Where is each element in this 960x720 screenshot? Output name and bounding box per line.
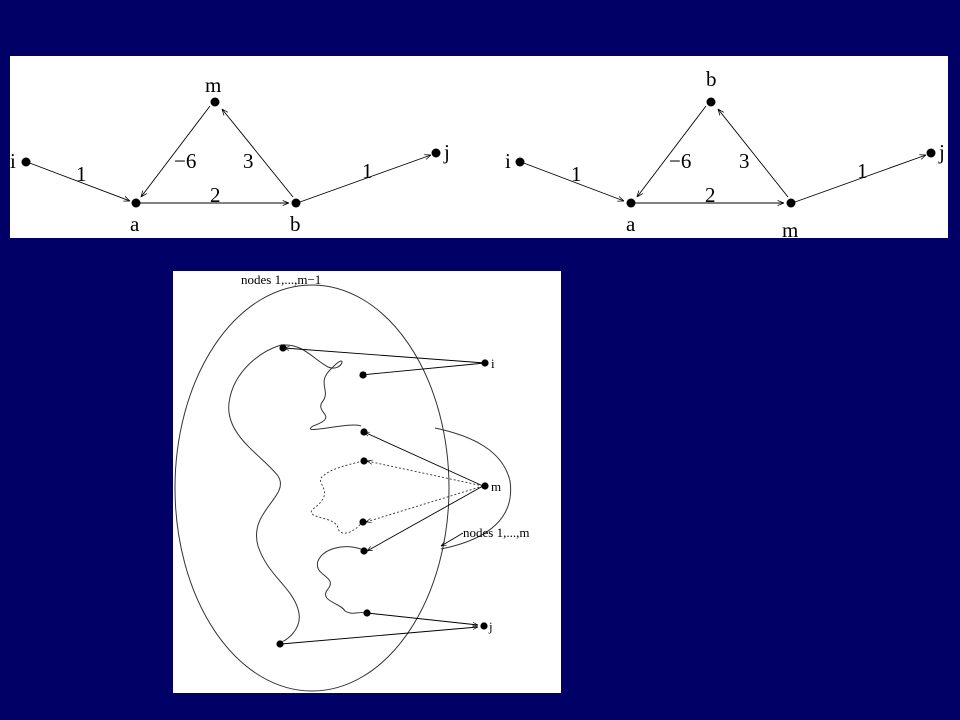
node-j-bottom xyxy=(480,622,488,630)
edge-m-2 xyxy=(367,461,484,487)
node-label-b-right: b xyxy=(706,67,717,91)
edge-m-1 xyxy=(364,431,484,487)
left-graph: i a b m j 1 −6 3 2 1 xyxy=(10,73,450,236)
inner-node-3 xyxy=(360,428,368,436)
edge-i-a-right xyxy=(520,161,624,201)
node-i-bottom xyxy=(481,359,489,367)
edge-a-m xyxy=(141,105,211,197)
edge-m-3 xyxy=(366,485,484,522)
node-i xyxy=(21,157,31,167)
node-j-right xyxy=(926,148,936,158)
edge-to-j-1 xyxy=(366,612,478,625)
node-label-j: j xyxy=(443,140,450,164)
set-boundary-outer xyxy=(434,427,512,550)
weight-a-m-right: 2 xyxy=(705,183,716,207)
node-j xyxy=(431,148,441,158)
node-label-a: a xyxy=(130,212,140,236)
node-a xyxy=(131,198,141,208)
node-label-m-right: m xyxy=(782,218,798,238)
weight-m-j-right: 1 xyxy=(857,159,868,183)
weight-b-j: 1 xyxy=(362,159,373,183)
weight-i-a: 1 xyxy=(76,162,87,186)
weight-b-m: 3 xyxy=(243,149,254,173)
node-m xyxy=(210,97,220,107)
set-ellipse-inner xyxy=(174,284,450,692)
bottom-diagram-panel: nodes 1,...,m−1 nodes 1,...,m i m j xyxy=(173,271,561,693)
weight-a-b: 2 xyxy=(210,183,221,207)
weight-a-m: −6 xyxy=(174,149,196,173)
inner-node-1 xyxy=(279,344,287,352)
edge-b-j xyxy=(299,155,431,203)
inner-node-7 xyxy=(363,609,371,617)
edge-m-b-right xyxy=(718,109,789,198)
node-label-i: i xyxy=(10,149,16,173)
edge-i-2 xyxy=(361,362,486,375)
edge-a-b-right xyxy=(637,105,707,197)
edge-to-j-2 xyxy=(280,627,478,645)
set-label-pointer xyxy=(441,532,464,546)
weight-i-a-right: 1 xyxy=(571,162,582,186)
inner-node-6 xyxy=(360,547,368,555)
edge-m-j-right xyxy=(794,155,926,203)
wavy-boundary xyxy=(228,344,366,642)
top-diagram: i a b m j 1 −6 3 2 1 i a m b xyxy=(10,67,945,238)
node-label-m-bottom: m xyxy=(491,479,501,494)
node-label-j-bottom: j xyxy=(488,619,493,634)
top-diagram-panel: i a b m j 1 −6 3 2 1 i a m b xyxy=(10,56,948,238)
dotted-boundary xyxy=(310,460,364,534)
set-label-outer: nodes 1,...,m xyxy=(463,525,529,540)
edge-b-m xyxy=(222,109,294,198)
node-a-right xyxy=(626,198,636,208)
node-label-b: b xyxy=(290,212,301,236)
node-label-i-right: i xyxy=(505,149,511,173)
edge-i-1 xyxy=(284,348,486,364)
inner-node-4 xyxy=(360,457,368,465)
weight-a-b-right: −6 xyxy=(669,149,691,173)
edge-m-4 xyxy=(367,485,484,551)
node-m-bottom xyxy=(481,482,489,490)
node-i-right xyxy=(515,157,525,167)
node-m-right xyxy=(786,198,796,208)
set-label-inner: nodes 1,...,m−1 xyxy=(241,272,321,287)
inner-node-2 xyxy=(359,371,367,379)
weight-m-b-right: 3 xyxy=(739,149,750,173)
inner-node-8 xyxy=(276,640,284,648)
node-b-right xyxy=(706,97,716,107)
right-graph: i a m b j 1 −6 3 2 1 xyxy=(505,67,945,238)
node-label-j-right: j xyxy=(938,140,945,164)
node-label-m: m xyxy=(205,73,221,97)
bottom-diagram: nodes 1,...,m−1 nodes 1,...,m i m j xyxy=(174,272,529,692)
node-label-a-right: a xyxy=(626,212,636,236)
edge-i-a xyxy=(26,161,130,201)
node-label-i-bottom: i xyxy=(491,356,495,371)
inner-node-5 xyxy=(359,518,367,526)
node-b xyxy=(291,198,301,208)
